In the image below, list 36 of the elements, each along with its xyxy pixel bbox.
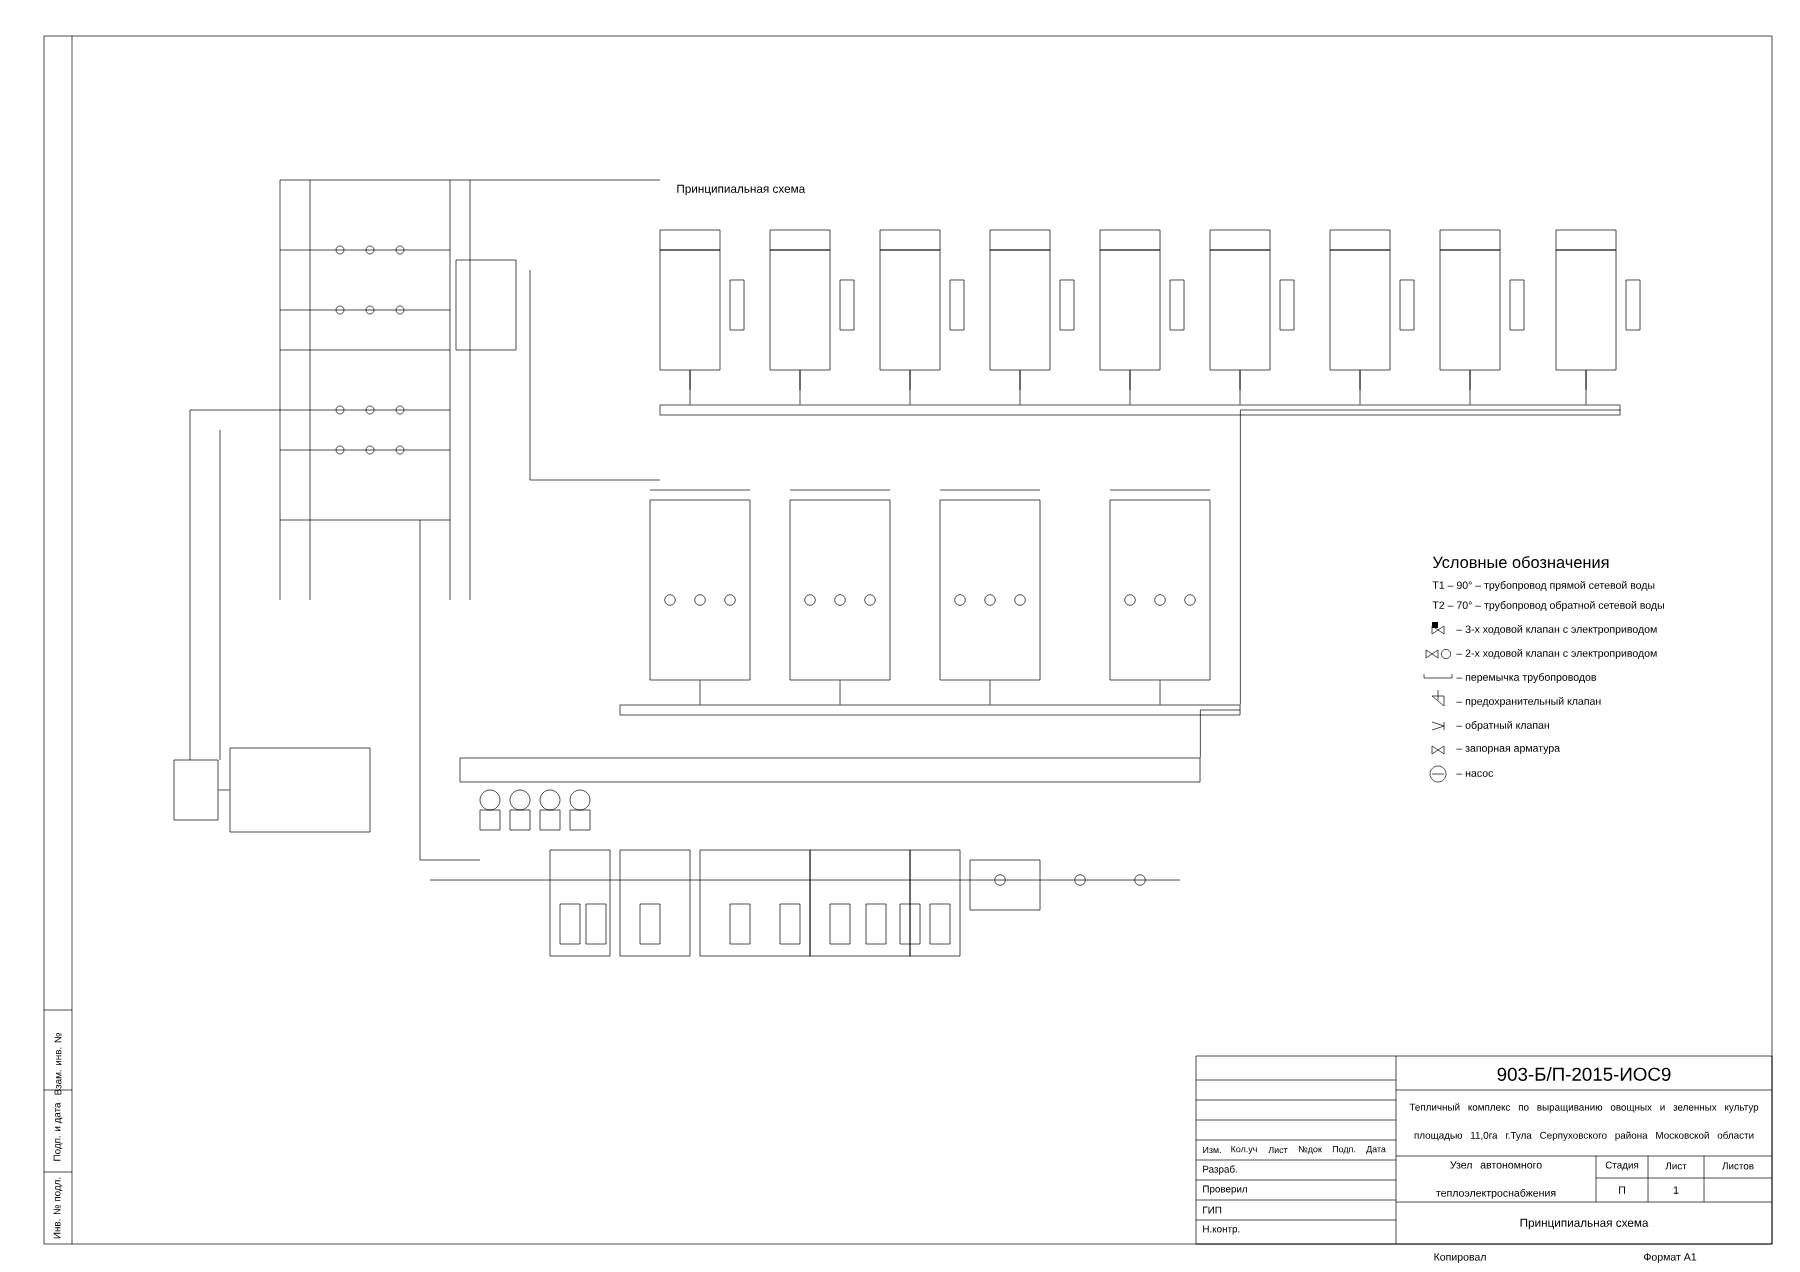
unit-box — [879, 249, 941, 371]
pipe-line — [1200, 709, 1241, 758]
unit-box — [989, 249, 1051, 371]
header-pipe — [619, 704, 1241, 716]
pipe-line — [689, 370, 691, 405]
unit-box — [1099, 249, 1161, 371]
unit-box — [1555, 249, 1617, 371]
pipe-line — [799, 370, 801, 405]
pipe-line — [839, 680, 841, 705]
unit-box — [173, 759, 219, 821]
pipe-line — [699, 680, 701, 705]
pipe-line — [1129, 370, 1131, 405]
pipe-line — [1159, 680, 1161, 705]
unit-box — [229, 747, 371, 833]
drawing-code: 903-Б/П-2015-ИОС9 — [1497, 1067, 1671, 1081]
pipe-line — [989, 680, 991, 705]
unit-box — [649, 499, 751, 681]
unit-box — [939, 499, 1041, 681]
pipe-line — [1359, 370, 1361, 405]
header-pipe — [659, 404, 1621, 416]
unit-box — [1439, 249, 1501, 371]
pipe-line — [1019, 370, 1021, 405]
unit-box — [1109, 499, 1211, 681]
unit-box — [789, 499, 891, 681]
unit-box — [1209, 249, 1271, 371]
unit-box — [1329, 249, 1391, 371]
pipe-line — [1240, 409, 1621, 705]
pipe-line — [218, 789, 230, 791]
pipe-line — [1469, 370, 1471, 405]
pipe-line — [909, 370, 911, 405]
pipe-line — [1239, 370, 1241, 405]
unit-box — [769, 249, 831, 371]
unit-box — [659, 249, 721, 371]
legend-title: Условные обозначения — [1432, 555, 1609, 569]
pipe-line — [1585, 370, 1587, 405]
header-pipe — [459, 757, 1201, 783]
